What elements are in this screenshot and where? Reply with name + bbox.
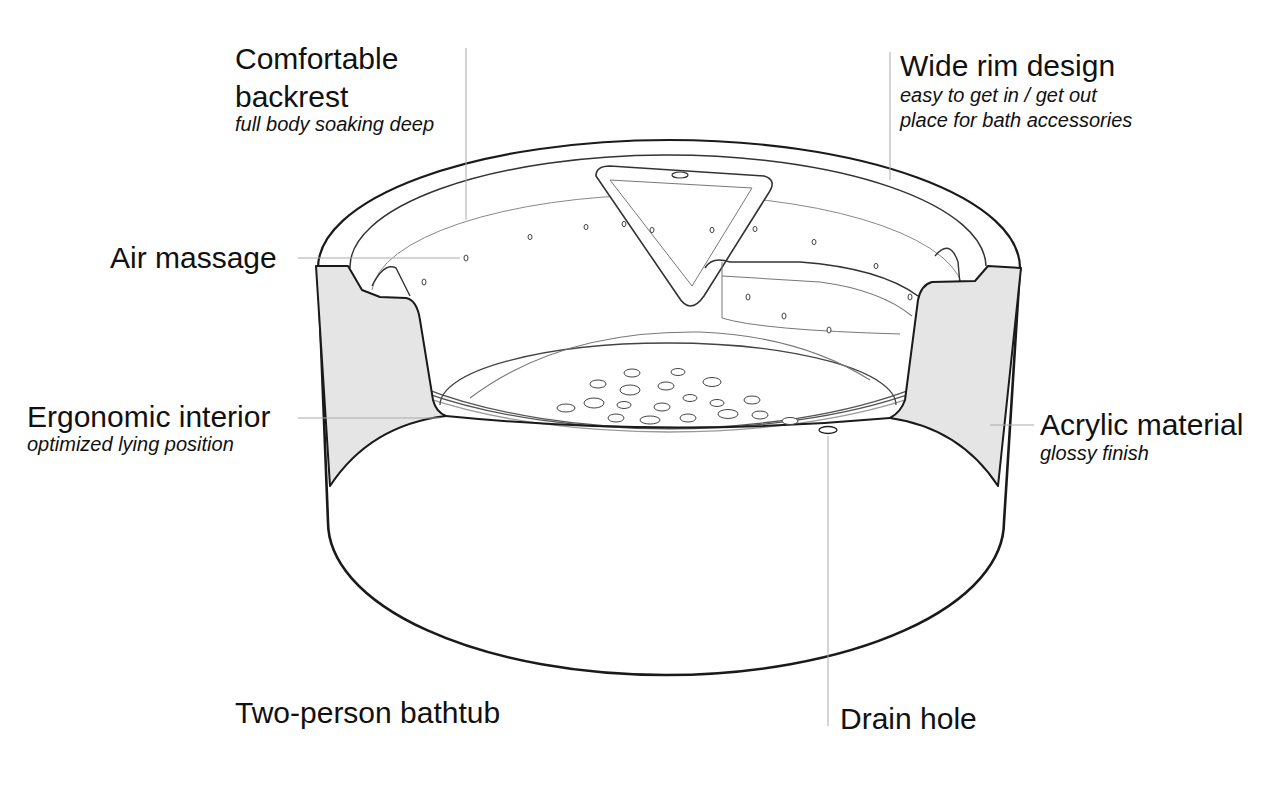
feature-label: Ergonomic interior: [27, 398, 270, 436]
seat: [705, 260, 918, 296]
feature-note: place for bath accessories: [900, 108, 1132, 133]
feature-note: glossy finish: [1040, 441, 1149, 466]
feature-label: Two-person bathtub: [235, 694, 500, 732]
section-left: [316, 266, 446, 486]
section-right: [890, 266, 1021, 486]
feature-label: Wide rim design: [900, 47, 1115, 85]
left-handle: [372, 267, 410, 296]
feature-note: easy to get in / get out: [900, 83, 1097, 108]
floor-bubbles: [557, 369, 798, 425]
drain: [819, 427, 837, 434]
feature-note: full body soaking deep: [235, 112, 434, 137]
feature-label: Acrylic material: [1040, 406, 1243, 444]
feature-label: Comfortable backrest: [235, 40, 440, 115]
seat-edge: [722, 276, 912, 316]
backrest: [596, 166, 772, 306]
seat-front: [722, 262, 900, 334]
leader-lines: [298, 48, 1034, 726]
pillow-hole: [672, 172, 688, 178]
section-floor: [446, 416, 890, 428]
feature-label: Drain hole: [840, 700, 977, 738]
right-handle: [935, 248, 960, 284]
floor-contour: [470, 332, 870, 398]
backrest-inner: [610, 180, 752, 286]
feature-label: Air massage: [110, 239, 277, 277]
air-jets: [422, 221, 912, 333]
feature-note: optimized lying position: [27, 432, 234, 457]
